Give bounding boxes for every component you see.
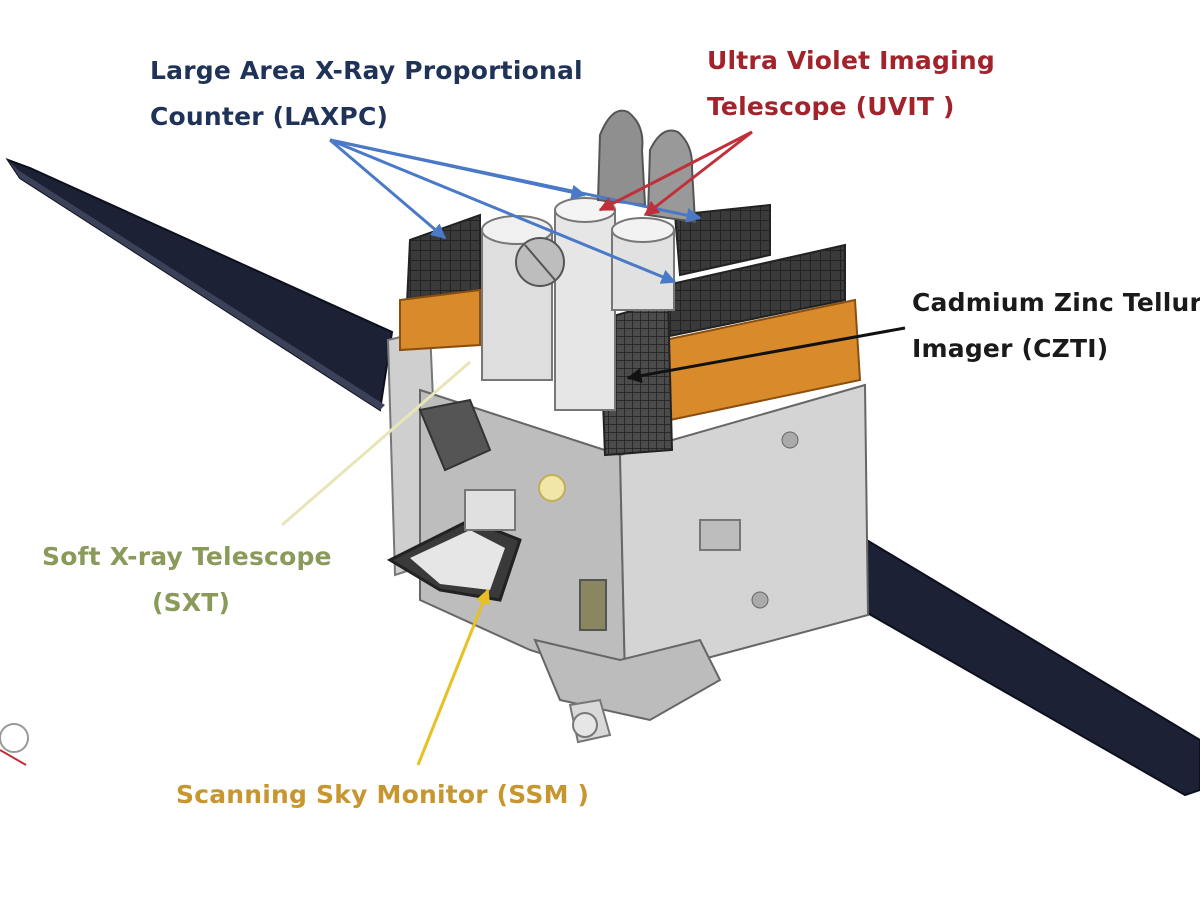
uvit-telescopes: [596, 109, 697, 224]
label-czti-line2: Imager (CZTI): [912, 334, 1109, 363]
label-laxpc-line1: Large Area X-Ray Proportional: [150, 56, 583, 85]
laxpc-arrows: [329, 138, 702, 284]
label-sxt: Soft X-ray Telescope (SXT): [42, 534, 332, 626]
solar-panel-left: [5, 158, 394, 412]
laxpc-cylinders: [481, 197, 675, 411]
label-uvit-line1: Ultra Violet Imaging: [707, 46, 995, 75]
ssm-arrow: [416, 588, 490, 766]
label-uvit: Ultra Violet Imaging Telescope (UVIT ): [707, 38, 995, 130]
label-czti: Cadmium Zinc Tellur Imager (CZTI): [912, 280, 1200, 372]
label-ssm: Scanning Sky Monitor (SSM ): [176, 772, 589, 818]
czti-arrow: [626, 326, 906, 383]
label-sxt-line1: Soft X-ray Telescope: [42, 542, 332, 571]
label-sxt-line2: (SXT): [152, 588, 231, 617]
label-laxpc-line2: Counter (LAXPC): [150, 102, 389, 131]
label-czti-line1: Cadmium Zinc Tellur: [912, 288, 1200, 317]
sxt-arrow: [281, 360, 471, 527]
label-uvit-line2: Telescope (UVIT ): [707, 92, 955, 121]
corner-logo: [0, 723, 29, 766]
label-laxpc: Large Area X-Ray Proportional Counter (L…: [150, 48, 583, 140]
uvit-arrows: [598, 130, 753, 217]
satellite-body: [386, 328, 870, 744]
top-deck: [399, 203, 862, 422]
label-ssm-line1: Scanning Sky Monitor (SSM ): [176, 780, 590, 809]
